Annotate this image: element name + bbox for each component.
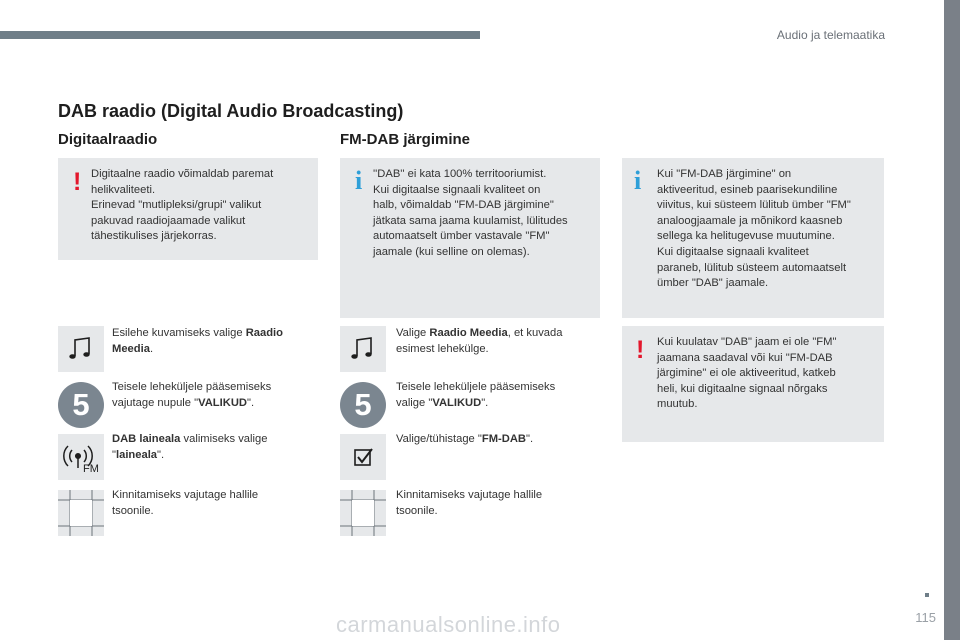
info-icon: i bbox=[355, 166, 363, 195]
fm-radio-icon: FM bbox=[58, 434, 104, 480]
info-note-2-text: Kui "FM-DAB järgimine" on aktiveeritud, … bbox=[657, 168, 851, 290]
music-note-icon bbox=[58, 326, 104, 372]
page-title: DAB raadio (Digital Audio Broadcasting) bbox=[58, 101, 404, 121]
warning-note-right-text: Kui kuulatav "DAB" jaam ei ole "FM" jaam… bbox=[657, 336, 837, 411]
right-step-3-text: Valige/tühistage "FM-DAB". bbox=[396, 433, 534, 445]
checkbox-check-icon bbox=[340, 434, 386, 480]
section-title: Audio ja telemaatika bbox=[776, 28, 885, 42]
exclamation-warning-icon: ! bbox=[73, 168, 82, 196]
step-number-5: 5 bbox=[340, 382, 386, 428]
heading-digitaalraadio: Digitaalraadio bbox=[58, 131, 158, 148]
right-step-1-text: Valige Raadio Meedia, et kuvada esimest … bbox=[396, 327, 563, 355]
page-marker-dot bbox=[925, 593, 929, 597]
info-note-1-text: ''DAB'' ei kata 100% territooriumist. Ku… bbox=[373, 168, 568, 258]
watermark: carmanualsonline.info bbox=[336, 612, 561, 637]
header-bar bbox=[0, 31, 480, 39]
music-note-icon bbox=[340, 326, 386, 372]
confirm-zone-icon bbox=[340, 490, 386, 536]
warning-note-left-text: Digitaalne raadio võimaldab paremat heli… bbox=[91, 168, 274, 243]
left-step-3-text: DAB laineala valimiseks valige "laineala… bbox=[112, 433, 268, 461]
warning-note-left: ! Digitaalne raadio võimaldab paremat he… bbox=[58, 158, 318, 260]
info-icon: i bbox=[634, 166, 642, 195]
info-note-2: i Kui "FM-DAB järgimine" on aktiveeritud… bbox=[622, 158, 884, 318]
right-step-2-text: Teisele leheküljele pääsemiseks valige "… bbox=[396, 381, 556, 409]
page-number: 115 bbox=[915, 610, 936, 625]
left-step-4-text: Kinnitamiseks vajutage hallile tsoonile. bbox=[112, 489, 259, 517]
confirm-zone-icon bbox=[58, 490, 104, 536]
left-step-1-text: Esilehe kuvamiseks valige Raadio Meedia. bbox=[112, 327, 283, 355]
exclamation-warning-icon: ! bbox=[636, 336, 645, 364]
heading-fm-dab: FM-DAB järgimine bbox=[340, 131, 471, 148]
right-step-4-text: Kinnitamiseks vajutage hallile tsoonile. bbox=[396, 489, 543, 517]
warning-note-right: ! Kui kuulatav "DAB" jaam ei ole "FM" ja… bbox=[622, 326, 884, 442]
step-number-5: 5 bbox=[58, 382, 104, 428]
page-edge-strip bbox=[944, 0, 960, 640]
info-note-1: i ''DAB'' ei kata 100% territooriumist. … bbox=[340, 158, 600, 318]
left-step-2-text: Teisele leheküljele pääsemiseks vajutage… bbox=[112, 381, 272, 409]
svg-text:FM: FM bbox=[83, 463, 99, 475]
